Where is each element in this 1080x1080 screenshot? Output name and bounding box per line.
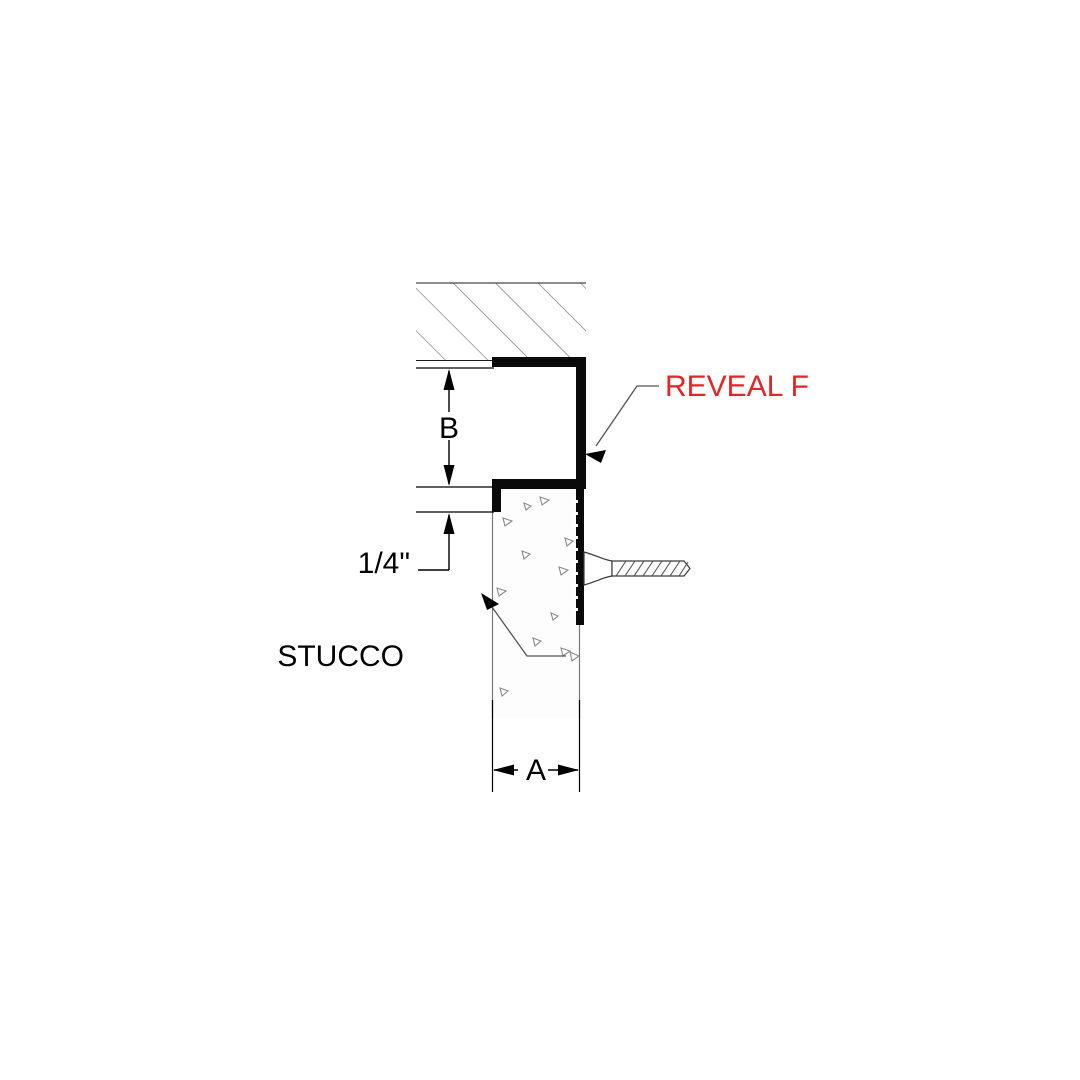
dimension-a: A bbox=[491, 700, 581, 792]
substrate-wall bbox=[416, 282, 586, 362]
dimension-quarter-inch: 1/4" bbox=[358, 511, 494, 580]
stucco-aggregate-marks bbox=[496, 496, 580, 697]
note-stucco-label: STUCCO bbox=[277, 640, 404, 673]
screw-threads bbox=[615, 560, 689, 577]
screw-shank bbox=[611, 560, 691, 577]
dim-quarter-label: 1/4" bbox=[358, 547, 410, 580]
callout-reveal-label: REVEAL F bbox=[665, 370, 809, 403]
leader-arrow-icon bbox=[481, 593, 499, 610]
profile-reveal-face bbox=[576, 357, 586, 487]
arrow-up-icon bbox=[443, 369, 455, 390]
profile-lower-flange bbox=[492, 479, 586, 489]
profile-serrations bbox=[574, 500, 578, 611]
dim-b-label: B bbox=[439, 412, 459, 445]
arrow-up-icon bbox=[443, 513, 455, 534]
dim-a-label: A bbox=[526, 754, 546, 787]
callout-reveal-leader bbox=[595, 385, 659, 447]
substrate-hatch-fill bbox=[416, 283, 586, 361]
screw-head bbox=[583, 551, 613, 586]
note-stucco: STUCCO bbox=[277, 593, 566, 673]
arrow-left-icon bbox=[493, 764, 514, 776]
callout-reveal-f: REVEAL F bbox=[585, 370, 809, 463]
dimension-b: B bbox=[416, 367, 494, 488]
arrow-right-icon bbox=[558, 764, 579, 776]
screw-fastener bbox=[583, 551, 691, 586]
leader-arrow-icon bbox=[585, 450, 606, 463]
stucco-fill bbox=[492, 490, 580, 718]
profile-lip bbox=[492, 479, 501, 512]
note-stucco-leader bbox=[486, 599, 566, 657]
reveal-f-profile bbox=[492, 357, 586, 625]
profile-nailing-flange bbox=[576, 489, 584, 625]
stucco-body bbox=[491, 490, 581, 718]
profile-top-flange bbox=[492, 357, 586, 367]
arrow-down-icon bbox=[443, 465, 455, 486]
